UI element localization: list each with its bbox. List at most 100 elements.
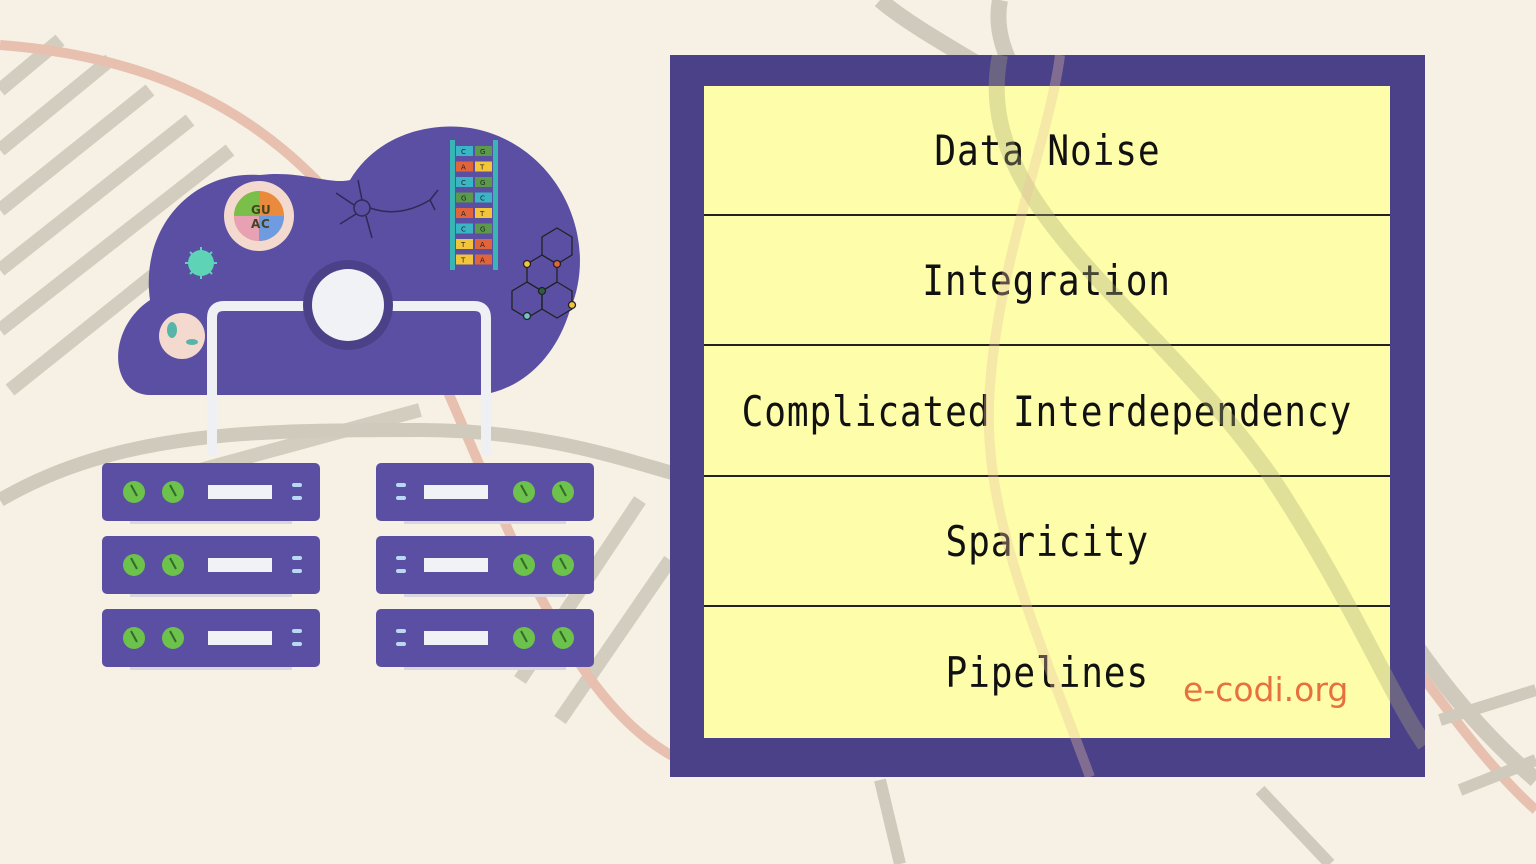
server-shadow [404, 592, 566, 597]
list-item-data-noise: Data Noise [704, 86, 1390, 216]
base-letter: A [461, 210, 466, 218]
rna-letter: C [261, 217, 270, 231]
indicator-dot [396, 496, 406, 500]
base-letter: G [480, 148, 485, 156]
base-letter: T [460, 241, 466, 249]
status-light-mark [130, 557, 138, 570]
base-pair-left [456, 177, 473, 187]
status-light-mark [130, 630, 138, 643]
item-label: Pipelines [945, 647, 1149, 697]
server-unit [376, 536, 594, 597]
base-letter: C [461, 226, 466, 234]
base-letter: A [480, 241, 485, 249]
challenges-panel: Data Noise Integration Complicated Inter… [704, 86, 1390, 738]
item-label: Integration [922, 255, 1172, 305]
base-pair-left [456, 192, 473, 203]
base-pair-right [475, 177, 492, 187]
base-letter: C [461, 148, 466, 156]
neuron-icon [335, 179, 439, 239]
base-pair-right [475, 146, 492, 156]
indicator-dot [292, 496, 302, 500]
status-light-mark [169, 630, 177, 643]
base-pair-right [475, 239, 492, 249]
base-letter: C [461, 179, 466, 187]
server-unit [102, 536, 320, 597]
server-shadow [404, 665, 566, 670]
dna-rungs-right [874, 684, 1536, 864]
base-letter: G [461, 195, 466, 203]
rna-wheel-icon: G U A C [224, 181, 294, 251]
drive-slot [424, 485, 488, 499]
status-light-mark [559, 557, 567, 570]
base-pair-left [456, 239, 473, 249]
item-label: Complicated Interdependency [741, 386, 1353, 436]
list-item-complicated-interdependency: Complicated Interdependency [704, 347, 1390, 477]
base-pair-left [456, 161, 473, 172]
server-unit [376, 463, 594, 524]
item-label: Sparicity [945, 516, 1149, 566]
rna-letter: G [251, 203, 261, 217]
list-item-sparicity: Sparicity [704, 477, 1390, 607]
base-letter: T [460, 257, 466, 265]
indicator-dot [396, 642, 406, 646]
cell-icon [159, 313, 205, 359]
indicator-dot [292, 569, 302, 573]
server-shadow [404, 519, 566, 524]
drive-slot [208, 631, 272, 645]
base-pair-left [456, 223, 473, 234]
base-pair-left [456, 146, 473, 156]
base-pair-left [456, 254, 473, 265]
molecule-hexagon-icon [511, 227, 577, 321]
server-unit [102, 463, 320, 524]
base-letter: A [480, 257, 485, 265]
server-shadow [130, 592, 292, 597]
base-pair-right [475, 208, 492, 218]
status-light-mark [520, 630, 528, 643]
base-letter: T [479, 210, 485, 218]
rna-letter: A [251, 217, 261, 231]
indicator-dot [292, 556, 302, 560]
server-shadow [130, 519, 292, 524]
server-shadow [130, 665, 292, 670]
base-pair-right [475, 192, 492, 203]
drive-slot [424, 631, 488, 645]
indicator-dot [396, 483, 406, 487]
indicator-dot [292, 629, 302, 633]
status-light-mark [520, 484, 528, 497]
indicator-dot [396, 569, 406, 573]
server-unit [102, 609, 320, 670]
indicator-dot [396, 629, 406, 633]
base-letter: G [480, 179, 485, 187]
status-light-mark [559, 630, 567, 643]
server-unit [376, 609, 594, 670]
status-light-mark [169, 557, 177, 570]
status-light-mark [169, 484, 177, 497]
drive-slot [424, 558, 488, 572]
base-letter: A [461, 164, 466, 172]
list-item-integration: Integration [704, 216, 1390, 346]
base-letter: G [480, 226, 485, 234]
item-label: Data Noise [933, 125, 1161, 175]
brand-watermark: e-codi.org [1183, 670, 1349, 709]
cloud-node [312, 269, 384, 341]
rna-letter: U [261, 203, 271, 217]
server-racks [102, 463, 594, 670]
indicator-dot [292, 642, 302, 646]
list-item-pipelines: Pipelines [704, 607, 1390, 737]
drive-slot [208, 558, 272, 572]
base-pair-left [456, 208, 473, 218]
base-pair-right [475, 223, 492, 234]
status-light-mark [520, 557, 528, 570]
base-pair-right [475, 254, 492, 265]
status-light-mark [559, 484, 567, 497]
indicator-dot [396, 556, 406, 560]
dna-strand-grey [0, 422, 702, 507]
virus-icon [185, 247, 217, 279]
status-light-mark [130, 484, 138, 497]
indicator-dot [292, 483, 302, 487]
drive-slot [208, 485, 272, 499]
base-letter: T [479, 164, 485, 172]
base-pair-right [475, 161, 492, 172]
